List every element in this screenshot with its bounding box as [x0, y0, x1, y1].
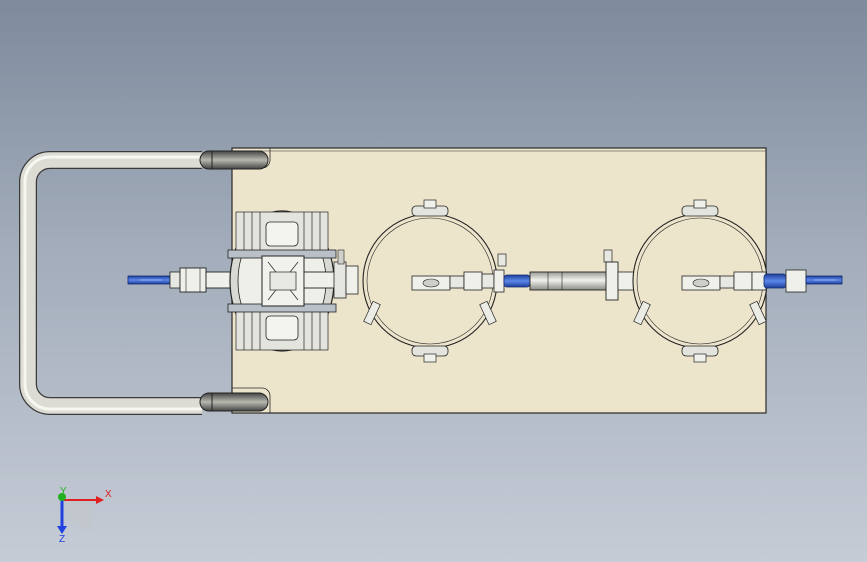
diaphragm-pump[interactable] [227, 210, 359, 352]
push-handle[interactable] [19, 150, 269, 415]
outlet-ball-valve[interactable] [751, 269, 843, 293]
x-arrowhead [96, 496, 104, 504]
handle-grip-bottom [199, 392, 269, 412]
inlet-ball-valve[interactable] [127, 267, 237, 293]
handle-grip-top [199, 150, 269, 170]
x-axis-label: X [105, 489, 112, 500]
transfer-pipe[interactable] [497, 249, 637, 301]
z-arrowhead [57, 526, 67, 534]
y-axis-label: Y [60, 486, 67, 497]
z-axis-label: Z [59, 534, 65, 545]
y-axis-dot [58, 493, 66, 501]
triad-plane [62, 500, 92, 530]
axis-triad[interactable]: X Y Z [57, 486, 112, 545]
